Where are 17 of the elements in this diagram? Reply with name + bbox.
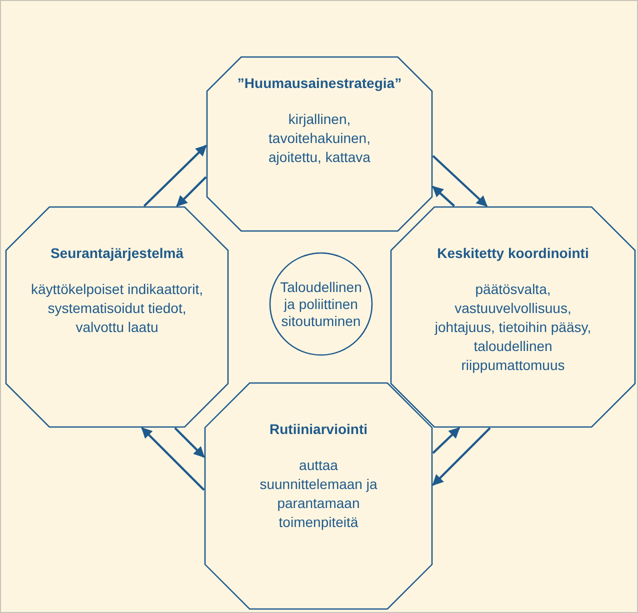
arrow [432, 155, 488, 207]
node-description: auttaa suunnittelemaan ja parantamaan toimenpiteitä [258, 456, 378, 532]
arrow [432, 427, 460, 454]
node-description: kirjallinen, tavoitehakuinen, ajoitettu, kattava [268, 110, 372, 167]
arrow [174, 427, 205, 458]
node-heading: Rutiiniarviointi [270, 420, 368, 438]
arrow [432, 427, 491, 486]
node-heading: ”Huumausainestrategia” [237, 74, 402, 92]
node-text: Taloudellinen ja poliittinen sitoutuminen [279, 278, 363, 330]
node-description: päätösvalta, vastuuvelvollisuus, johtajuus, tietoihin pääsy, taloudellinen riippumattomuus [434, 280, 592, 375]
arrow [176, 176, 207, 207]
node-description: käyttökelpoiset indikaattorit, systematisoidut tiedot, valvottu laatu [30, 280, 204, 337]
arrow [432, 186, 455, 207]
arrow [143, 144, 207, 207]
node-heading: Seurantajärjestelmä [50, 244, 184, 262]
node-heading: Keskitetty koordinointi [437, 244, 589, 262]
arrow [141, 427, 205, 491]
